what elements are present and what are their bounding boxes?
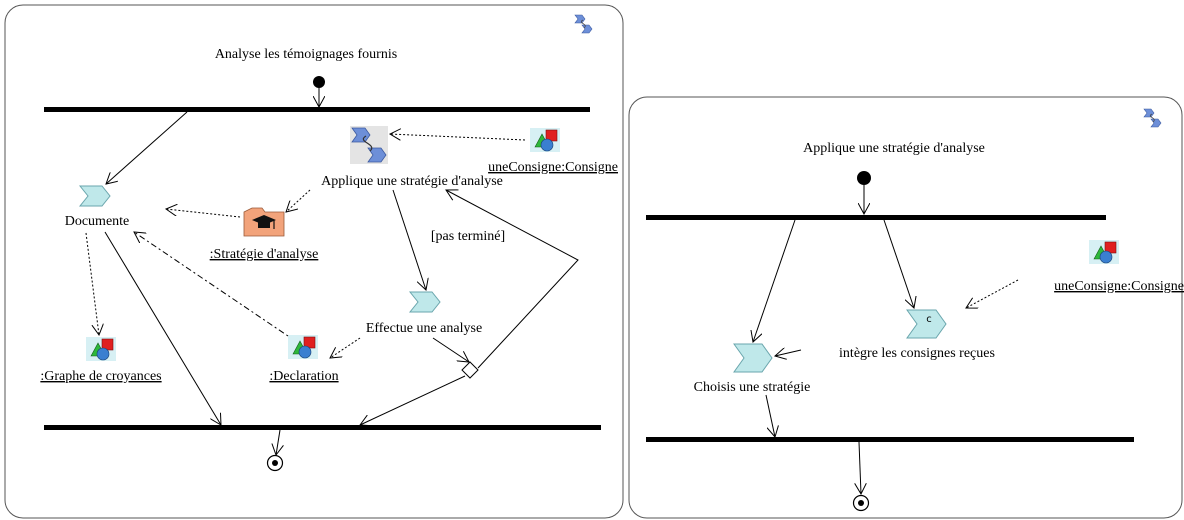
flow-sub-effectue [392,189,426,290]
graphe-object-icon [85,336,117,362]
declaration-object-icon [287,334,319,360]
flow-documente-to-graphe [85,232,99,335]
flow-decision-join [360,375,466,425]
flow-consigne-to-integre [966,279,1019,308]
subactivity-label: Applique une stratégie d'analyse [321,174,503,189]
initial-node-right [857,171,871,185]
flow-into-choisis [775,350,802,356]
left-panel-frame [4,4,624,519]
subactivity-node[interactable] [350,126,388,164]
flow-join-final [276,429,280,455]
flow-declaration-to-documente [134,232,289,337]
documente-label: Documente [65,214,130,229]
flow-effectue-decision [432,337,469,362]
flow-strategy-to-documente [166,209,241,218]
consigne-object-label-right: uneConsigne:Consigne [1054,279,1184,294]
choisis-action-icon[interactable] [733,343,773,373]
consigne-object-label: uneConsigne:Consigne [488,160,618,175]
flow-choisis-join [765,394,775,437]
graphe-object-label: :Graphe de croyances [40,369,161,384]
choisis-label: Choisis une stratégie [694,380,811,395]
flow-fork-choisis [753,219,796,342]
flow-loop-back [446,190,579,369]
flow-documente-join [104,231,221,425]
flow-consigne-to-sub [390,134,526,141]
join-bar [44,425,601,430]
flow-join-final-right [859,441,861,494]
left-panel-title: Analyse les témoignages fournis [215,47,397,62]
initial-node [313,76,325,88]
declaration-object-label: :Declaration [269,369,338,384]
flow-sub-to-strategy [286,189,311,212]
right-panel-frame [628,96,1183,519]
guard-label: [pas terminé] [431,229,505,244]
integre-label: intègre les consignes reçues [839,346,995,361]
effectue-label: Effectue une analyse [366,321,482,336]
right-panel: Applique une stratégie d'analyse uneCons… [628,96,1184,519]
fork-bar-right [646,215,1106,220]
right-panel-title: Applique une stratégie d'analyse [803,141,985,156]
strategy-object-icon [243,207,285,237]
strategy-object-label: :Stratégie d'analyse [210,247,319,262]
flow-fork-documente [106,111,188,184]
flow-fork-integre [883,219,914,308]
join-bar-right [646,437,1134,442]
consigne-object-icon-right [1088,239,1120,265]
c-marker: c [926,314,932,325]
consigne-object-icon [529,127,561,153]
fork-bar [44,107,590,112]
left-panel: Analyse les témoignages fournis Applique… [4,4,624,519]
integre-action-icon[interactable]: c [906,309,947,339]
decision-node[interactable] [461,361,479,379]
